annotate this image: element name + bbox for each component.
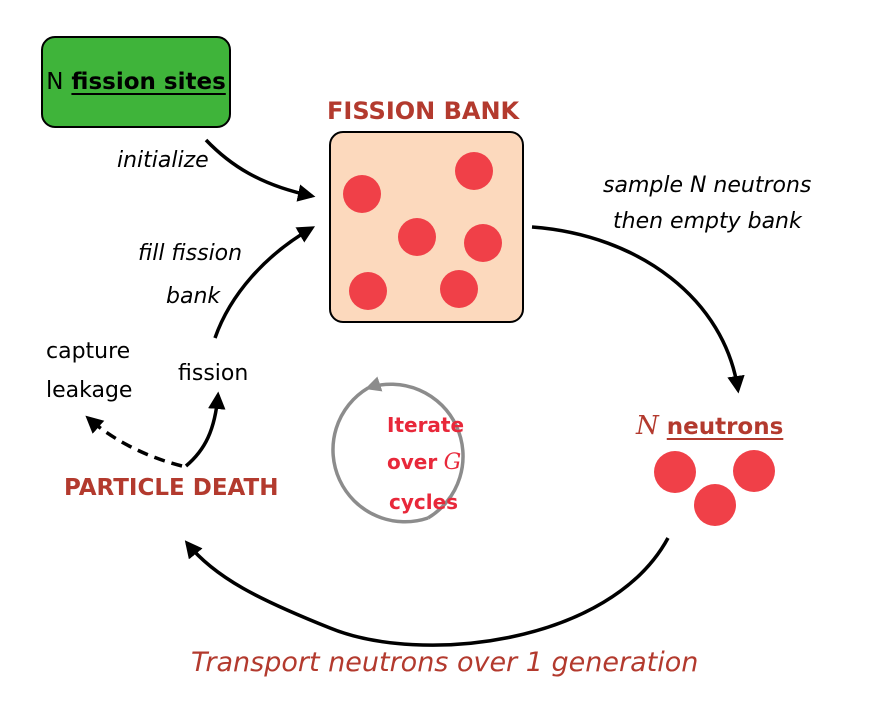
fission-bank-box <box>329 131 524 323</box>
neutron-particle <box>733 450 775 492</box>
capture-arrow <box>85 415 183 468</box>
fill-label-line1: fill fission <box>138 241 243 266</box>
fission-bank-title: FISSION BANK <box>327 97 520 125</box>
iterate-line2: over G <box>387 452 461 474</box>
fission-sites-box: N fission sites <box>41 36 231 128</box>
bank-particle <box>464 224 502 262</box>
neutrons-symbol: N <box>636 411 659 441</box>
particle-death-label: PARTICLE DEATH <box>64 475 279 501</box>
iterate-g-symbol: G <box>443 450 462 475</box>
neutrons-label: neutrons <box>666 414 784 440</box>
bank-particle <box>398 218 436 256</box>
capture-label-line2: leakage <box>46 378 133 403</box>
iterate-cycle-ring-left <box>331 386 429 524</box>
initialize-arrow <box>204 138 316 202</box>
sample-label-line2: then empty bank <box>613 209 802 234</box>
bank-particle <box>440 270 478 308</box>
neutron-particle <box>654 451 696 493</box>
iterate-cycle-ring <box>365 376 465 520</box>
bank-particle <box>343 175 381 213</box>
capture-label-line1: capture <box>46 339 131 364</box>
iterate-over-word: over <box>387 450 438 474</box>
initialize-label: initialize <box>117 148 209 173</box>
transport-arrow <box>184 537 670 647</box>
fill-label-line2: bank <box>166 284 221 309</box>
bank-particle <box>455 152 493 190</box>
sample-arrow <box>531 225 745 394</box>
bank-particle <box>349 272 387 310</box>
iterate-line3: cycles <box>389 490 459 514</box>
sample-label-line1: sample N neutrons <box>603 173 812 198</box>
fission-sites-label: fission sites <box>71 69 226 95</box>
neutron-particle <box>694 484 736 526</box>
fill-bank-arrow <box>213 226 316 339</box>
fission-label: fission <box>178 361 249 386</box>
iterate-line1: Iterate <box>387 413 465 437</box>
fission-arrow <box>184 391 226 468</box>
transport-label: Transport neutrons over 1 generation <box>191 647 699 678</box>
fission-sites-prefix: N <box>46 69 64 95</box>
